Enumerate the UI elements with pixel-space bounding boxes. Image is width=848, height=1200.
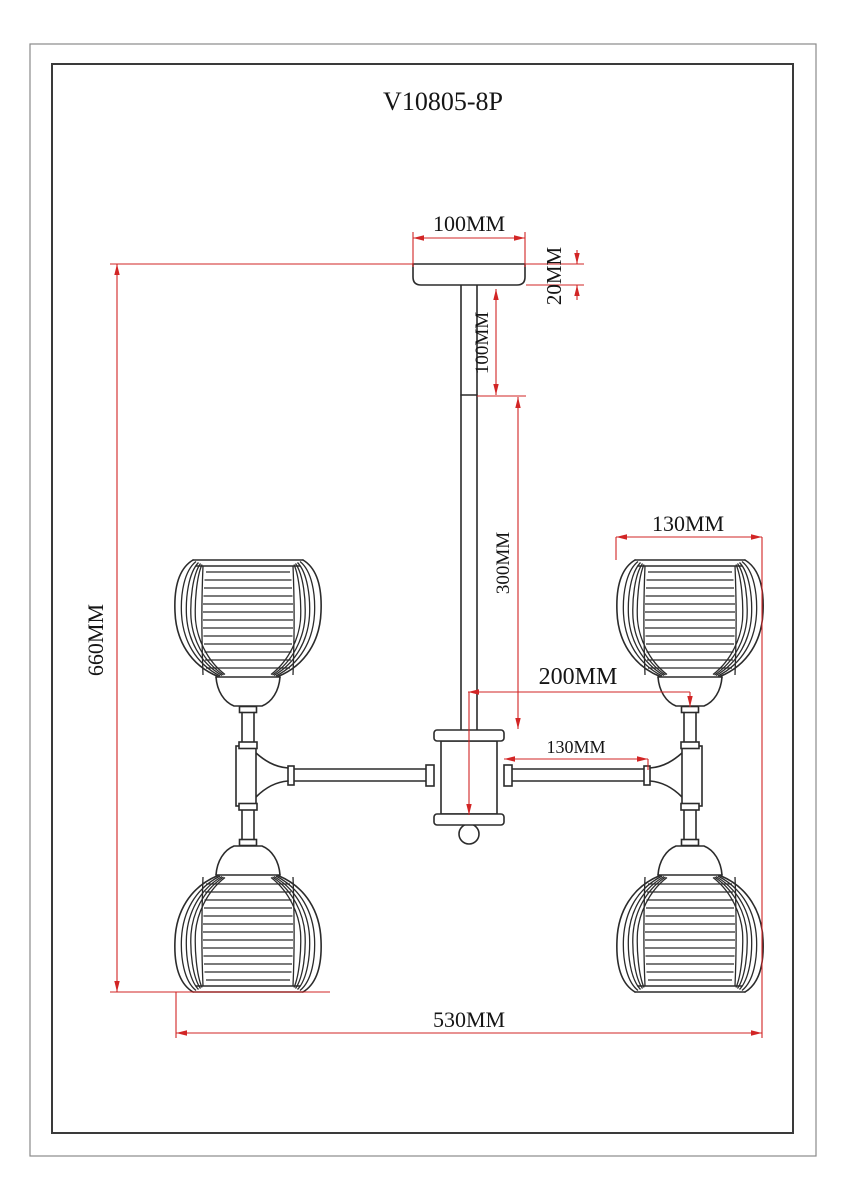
dim-canopy-width: 100MM — [413, 211, 525, 241]
upper-left-shade — [175, 560, 321, 749]
hub-finial-ball — [458, 823, 480, 845]
ceiling-lamp-drawing — [175, 263, 763, 993]
svg-text:660MM: 660MM — [83, 604, 108, 676]
svg-text:130MM: 130MM — [652, 511, 724, 536]
svg-text:300MM: 300MM — [493, 532, 514, 594]
svg-text:130MM: 130MM — [546, 737, 605, 757]
left-arm — [235, 745, 435, 807]
dim-shade-diameter: 130MM — [616, 511, 762, 540]
lower-right-shade — [617, 804, 763, 993]
dimension-annotations: 100MM 20MM 100MM 300MM 130MM 200MM — [83, 211, 763, 1038]
lower-left-shade — [175, 804, 321, 993]
svg-text:100MM: 100MM — [433, 211, 505, 236]
model-number-title: V10805-8P — [383, 87, 503, 116]
dim-rod-lower: 300MM — [493, 397, 521, 729]
dim-canopy-height: 20MM — [542, 247, 580, 306]
dim-overall-height: 660MM — [83, 264, 120, 992]
dim-arm-inner: 130MM — [504, 737, 648, 762]
upper-right-shade — [617, 560, 763, 749]
outer-border — [29, 43, 817, 1157]
svg-text:530MM: 530MM — [433, 1007, 505, 1032]
dim-rod-upper: 100MM — [472, 289, 499, 395]
dim-overall-width: 530MM — [176, 1007, 762, 1036]
svg-text:100MM: 100MM — [472, 312, 493, 374]
dim-center-to-lamp: 200MM — [466, 664, 693, 815]
inner-border — [51, 63, 794, 1134]
svg-text:20MM: 20MM — [542, 247, 566, 306]
ceiling-canopy — [412, 263, 526, 286]
svg-text:200MM: 200MM — [539, 664, 618, 690]
hanging-rod — [460, 284, 478, 732]
